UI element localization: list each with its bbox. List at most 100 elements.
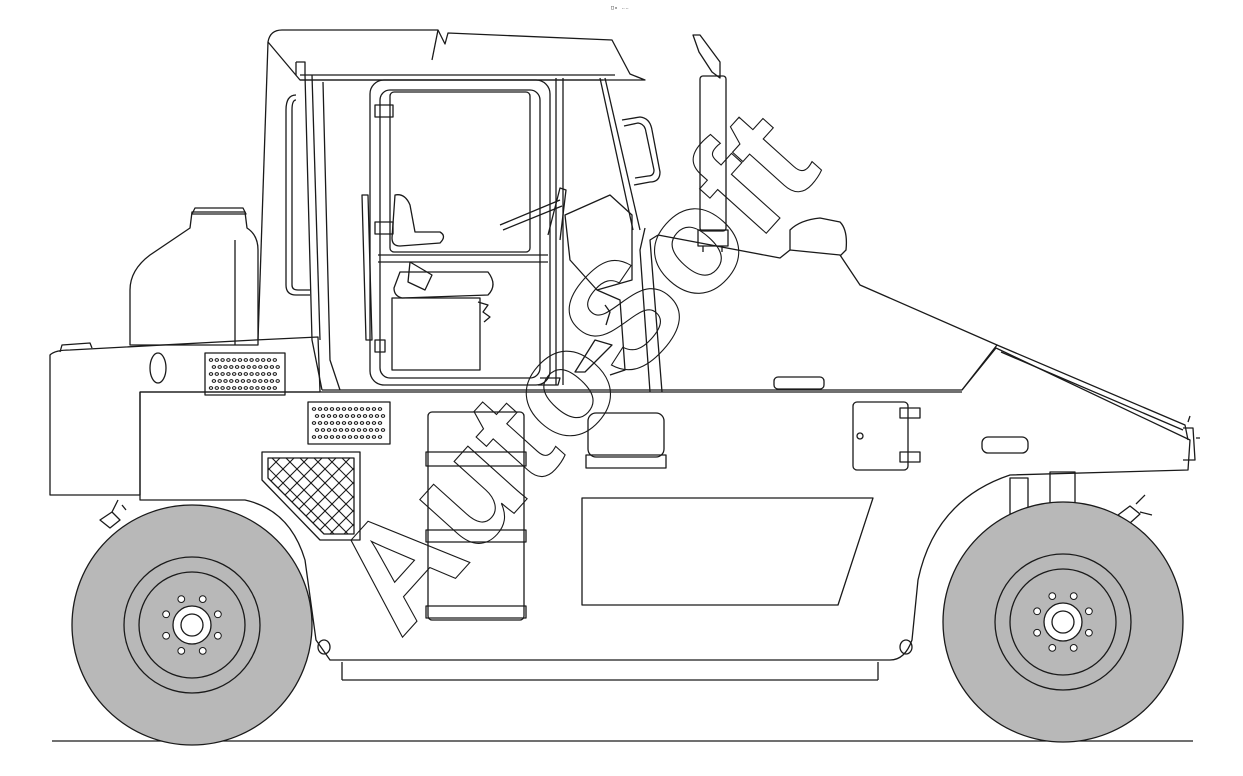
tow-hook	[1183, 415, 1200, 461]
steering-console	[499, 187, 633, 386]
vent-hole	[323, 421, 329, 425]
vent-hole	[317, 435, 323, 439]
vent-hole	[353, 435, 359, 439]
vent-hole	[344, 428, 350, 432]
vent-hole	[362, 414, 368, 418]
operator-seat	[361, 194, 494, 371]
vent-hole	[377, 421, 383, 425]
wheel-bolt	[1048, 592, 1057, 601]
vent-hole	[272, 358, 277, 362]
rear-wheel	[71, 504, 313, 746]
wheel-bolt	[1069, 643, 1078, 652]
vent-hole	[243, 372, 249, 376]
engine-hood	[639, 227, 1189, 441]
vent-hole	[359, 407, 365, 411]
vent-hole	[347, 435, 353, 439]
vent-hole	[341, 421, 347, 425]
vent-hole	[237, 358, 243, 362]
mesh-line	[329, 458, 354, 534]
vent-hole	[344, 414, 350, 418]
vent-hole	[365, 421, 371, 425]
handle-slot	[981, 436, 1029, 454]
vent-hole	[237, 386, 243, 390]
vent-hole	[314, 414, 320, 418]
vent-hole	[223, 365, 228, 369]
vent-hole	[229, 379, 234, 383]
vent-hole	[368, 428, 374, 432]
vent-hole	[374, 414, 380, 418]
vent-hole	[272, 372, 277, 376]
vent-hole	[234, 379, 240, 383]
vent-hole	[377, 407, 383, 411]
vent-hole	[371, 435, 377, 439]
vent-hole	[211, 379, 217, 383]
vent-hole	[359, 421, 365, 425]
vent-hole	[252, 379, 257, 383]
vent-hole	[326, 428, 332, 432]
side-panel	[581, 497, 874, 606]
vent-hole	[269, 365, 275, 369]
vent-hole	[234, 365, 240, 369]
wheel-bolt	[1048, 643, 1057, 652]
vent-hole	[266, 386, 272, 390]
vent-hole	[266, 358, 272, 362]
mesh-line	[268, 458, 335, 534]
vent-hole	[220, 358, 225, 362]
vent-hole	[353, 421, 359, 425]
wheel-bolt	[1069, 592, 1078, 601]
water-tank	[129, 207, 259, 346]
vent-hole	[249, 372, 254, 376]
vent-hole	[258, 365, 263, 369]
vent-hole	[347, 407, 353, 411]
vent-hole	[258, 379, 263, 383]
vent-grille-upper	[204, 352, 286, 396]
vent-hole	[335, 421, 341, 425]
vent-hole	[323, 407, 329, 411]
vent-hole	[255, 358, 260, 362]
vent-hole	[240, 379, 246, 383]
vent-hole	[362, 428, 368, 432]
vent-hole	[243, 358, 249, 362]
vent-hole	[356, 414, 362, 418]
vent-hole	[347, 421, 353, 425]
mesh-line	[327, 458, 354, 534]
mesh-line	[301, 458, 354, 534]
vent-hole	[214, 358, 220, 362]
vent-hole	[263, 365, 269, 369]
vent-hole	[314, 428, 320, 432]
vent-hole	[317, 421, 323, 425]
mesh-line	[268, 458, 295, 534]
vent-hole	[332, 428, 338, 432]
vent-hole	[232, 372, 237, 376]
mesh-line	[285, 458, 354, 534]
wheel-bolt	[1084, 628, 1093, 637]
rear-light	[99, 499, 127, 529]
vent-hole	[240, 365, 246, 369]
vent-hole	[211, 365, 217, 369]
vent-hole	[371, 407, 377, 411]
vent-hole	[255, 386, 260, 390]
vent-hole	[214, 386, 220, 390]
vent-hole	[249, 386, 254, 390]
wheel-bolt	[177, 646, 186, 655]
vent-hole	[226, 358, 231, 362]
vent-hole	[226, 386, 231, 390]
vent-hole	[329, 435, 335, 439]
vent-hole	[380, 414, 386, 418]
cab-door	[369, 79, 551, 386]
vent-hole	[261, 358, 266, 362]
vent-hole	[311, 407, 317, 411]
vent-hole	[266, 372, 272, 376]
wheel-bolt	[198, 595, 207, 604]
vent-hole	[377, 435, 383, 439]
wheel-bolt	[198, 646, 207, 655]
mesh-line	[299, 458, 354, 534]
vent-hole	[249, 358, 254, 362]
vent-hole	[323, 435, 329, 439]
vent-hole	[214, 372, 220, 376]
vent-hole	[272, 386, 277, 390]
left-grab-handle	[285, 94, 310, 296]
cab-roof	[267, 29, 646, 81]
vent-hole	[232, 386, 237, 390]
